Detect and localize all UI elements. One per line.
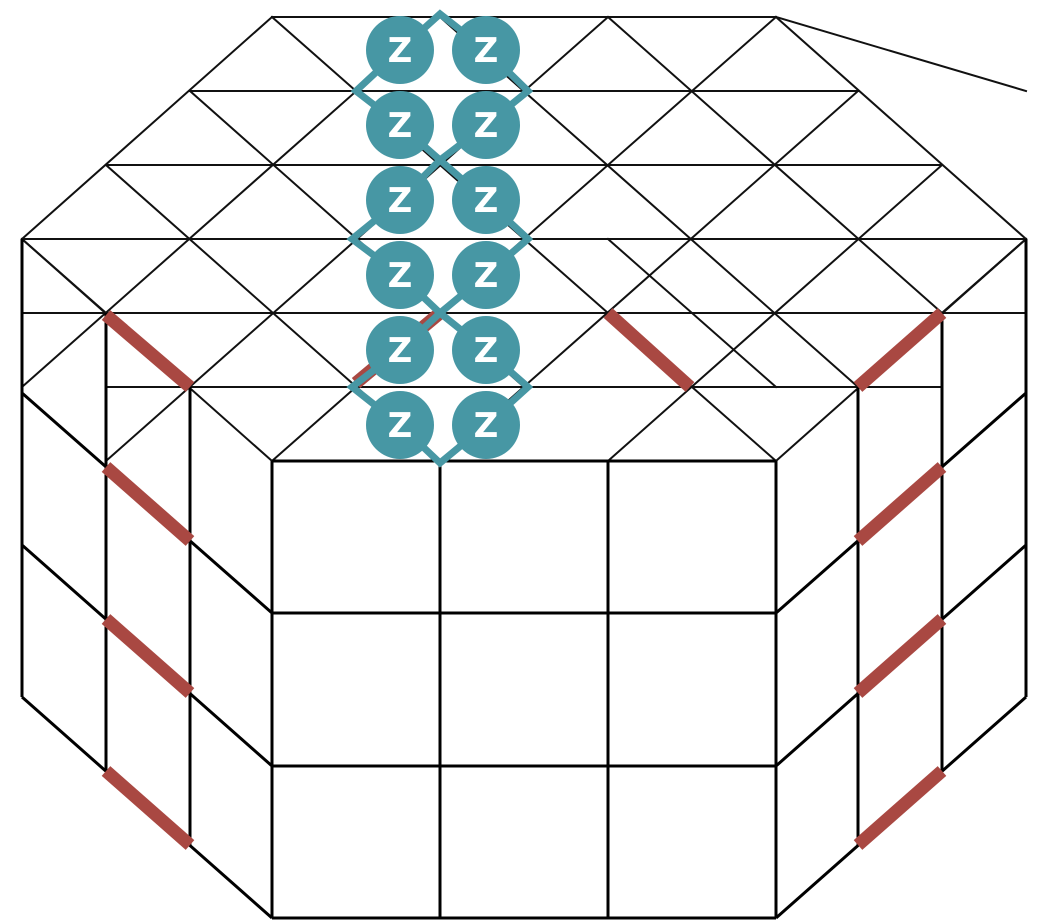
stabilizer-node-circle <box>366 391 434 459</box>
stabilizer-node: Z <box>452 391 520 459</box>
stabilizer-node: Z <box>366 391 434 459</box>
stabilizer-node-circle <box>366 241 434 309</box>
stabilizer-node: Z <box>452 241 520 309</box>
stabilizer-node-circle <box>452 166 520 234</box>
stabilizer-label: Z <box>474 106 499 146</box>
stabilizer-label: Z <box>388 31 413 71</box>
error-edge <box>101 462 195 546</box>
error-edge <box>101 310 195 392</box>
stabilizer-label: Z <box>474 406 499 446</box>
stabilizer-label: Z <box>474 256 499 296</box>
stabilizer-node: Z <box>366 91 434 159</box>
stabilizer-node-circle <box>366 16 434 84</box>
stabilizer-node-circle <box>366 91 434 159</box>
stabilizer-label: Z <box>388 256 413 296</box>
error-edge <box>101 614 195 698</box>
stabilizer-node: Z <box>452 166 520 234</box>
stabilizer-label: Z <box>474 181 499 221</box>
error-edge <box>853 614 947 698</box>
stabilizer-node-circle <box>452 391 520 459</box>
stabilizer-node: Z <box>366 241 434 309</box>
stabilizer-node-circle <box>366 166 434 234</box>
stabilizer-label: Z <box>388 106 413 146</box>
stabilizer-node: Z <box>366 316 434 384</box>
stabilizer-node: Z <box>452 16 520 84</box>
side-faces <box>20 239 1028 920</box>
stabilizer-node-circle <box>452 16 520 84</box>
stabilizer-label: Z <box>388 406 413 446</box>
stabilizer-label: Z <box>388 331 413 371</box>
stabilizer-node: Z <box>452 316 520 384</box>
stabilizer-node-circle <box>452 91 520 159</box>
stabilizer-node: Z <box>366 166 434 234</box>
error-edge <box>853 308 947 392</box>
stabilizer-node-circle <box>452 241 520 309</box>
error-edge <box>603 308 695 392</box>
stabilizer-node: Z <box>366 16 434 84</box>
error-edge <box>853 766 947 850</box>
error-edge <box>853 462 947 546</box>
stabilizer-node-circle <box>452 316 520 384</box>
stabilizer-node: Z <box>452 91 520 159</box>
stabilizer-node-circle <box>366 316 434 384</box>
stabilizer-label: Z <box>474 31 499 71</box>
error-edge <box>101 766 195 850</box>
stabilizer-label: Z <box>474 331 499 371</box>
stabilizer-label: Z <box>388 181 413 221</box>
